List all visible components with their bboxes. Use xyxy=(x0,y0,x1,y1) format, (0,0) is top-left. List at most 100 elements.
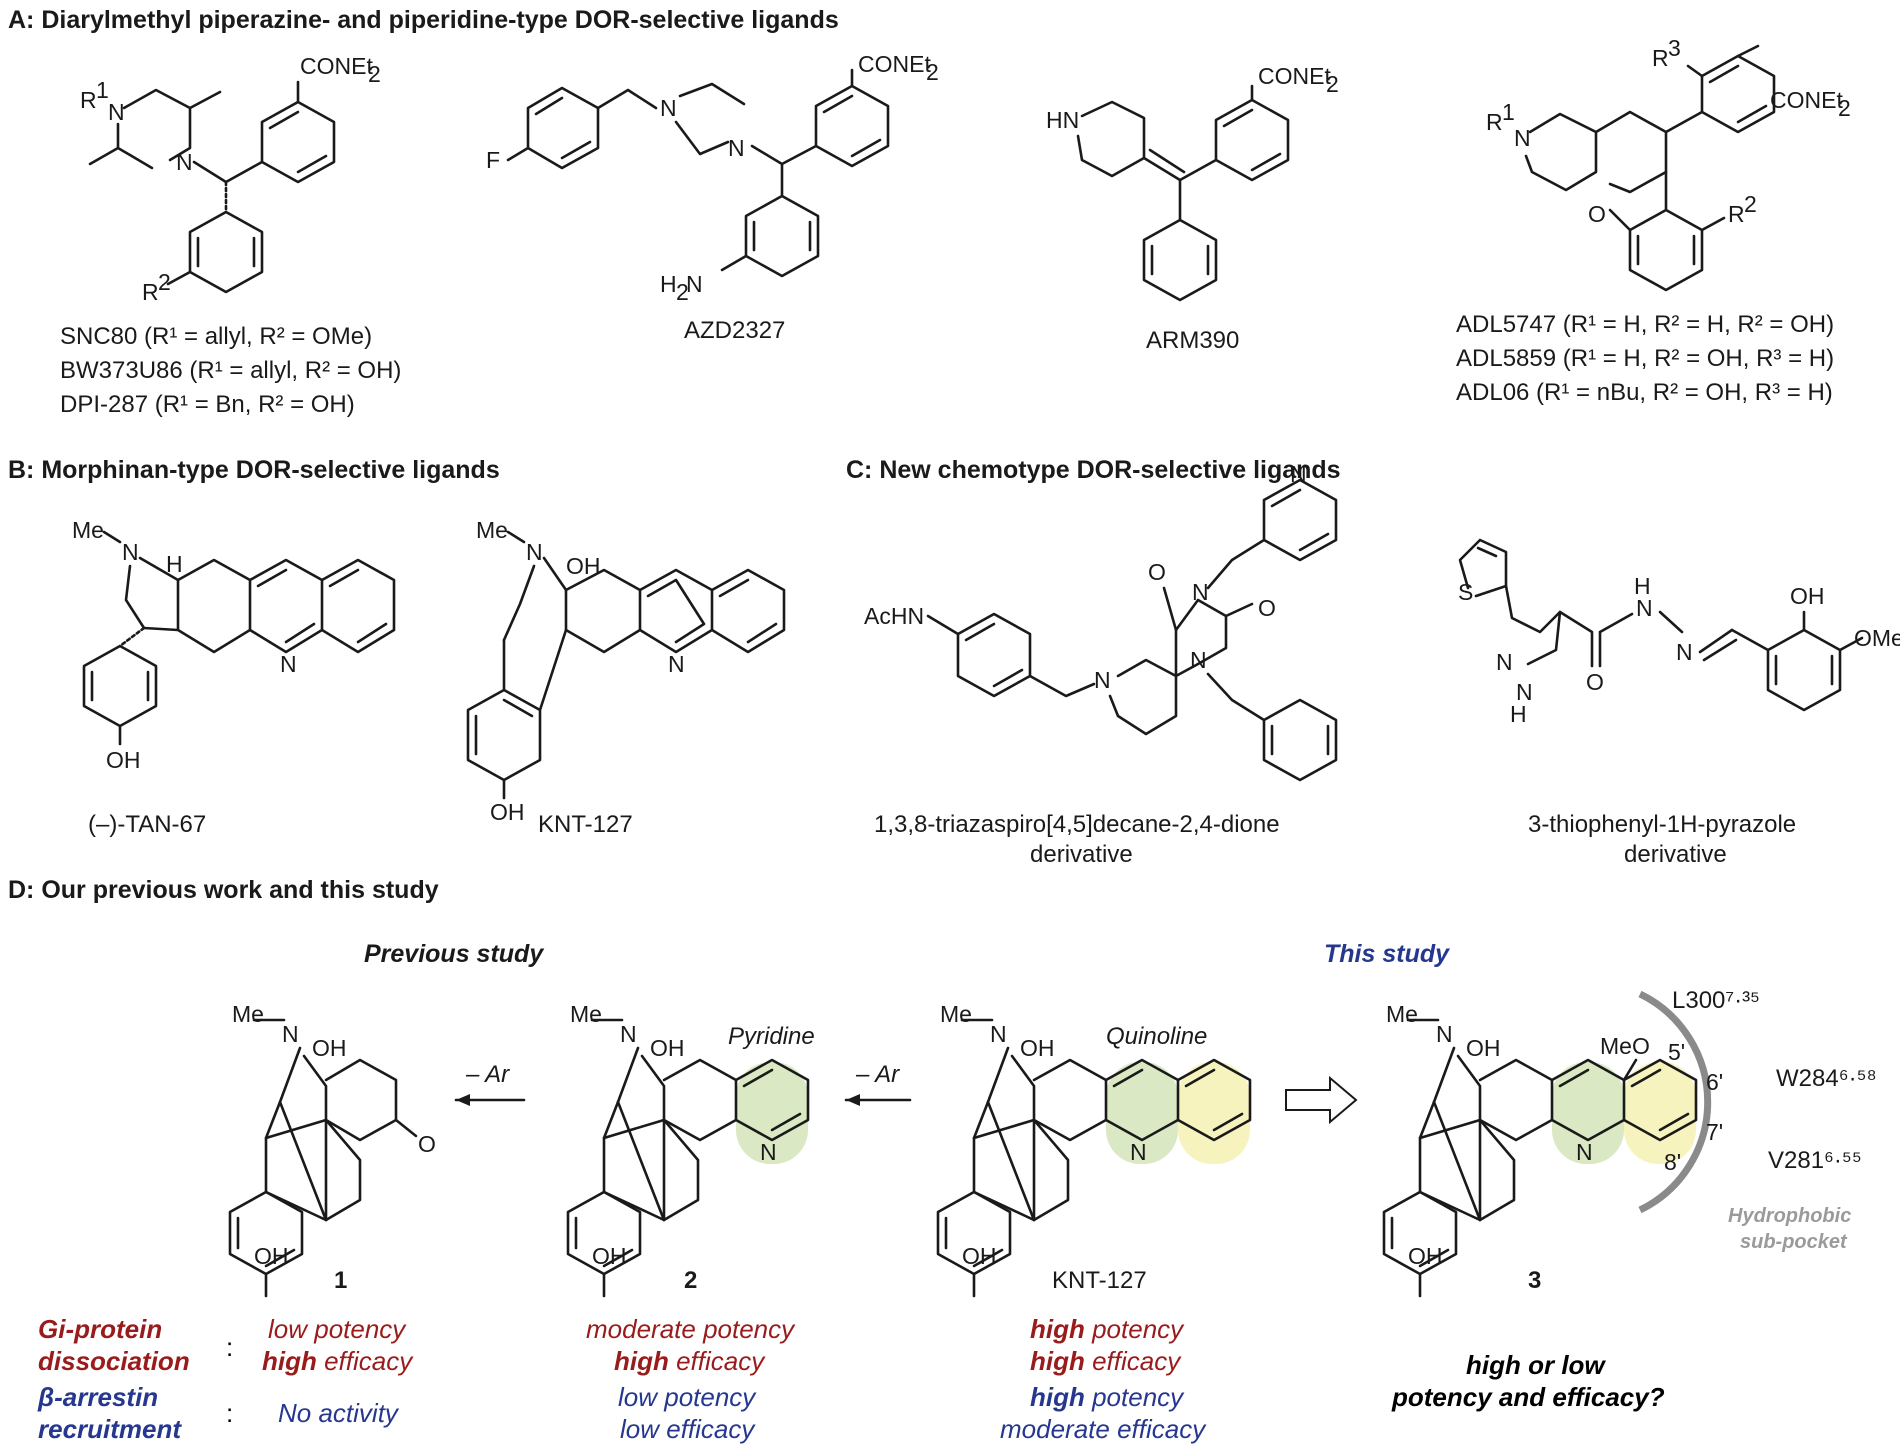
snc80-caption: SNC80 (R¹ = allyl, R² = OMe) xyxy=(60,323,372,350)
panel-d-title: D: Our previous work and this study xyxy=(8,876,439,904)
compound-3-label: 3 xyxy=(1528,1267,1541,1294)
c3-benzo-highlight xyxy=(1624,1062,1696,1164)
svg-text:CONEt: CONEt xyxy=(1258,63,1331,89)
svg-text:N: N xyxy=(1496,649,1513,675)
compound-1-structure: Me N OH O OH xyxy=(228,1001,436,1298)
hydrophobic-arc xyxy=(1638,990,1712,1214)
pocket-label-2: sub-pocket xyxy=(1740,1231,1848,1253)
question-line-1: high or low xyxy=(1466,1350,1606,1380)
svg-text:H: H xyxy=(660,271,677,297)
ba-label-1: β-arrestin xyxy=(37,1382,158,1412)
w284-label: W284⁶·⁵⁸ xyxy=(1776,1065,1877,1092)
arm390-caption: ARM390 xyxy=(1146,327,1239,354)
dpi287-caption: DPI-287 (R¹ = Bn, R² = OH) xyxy=(60,391,355,418)
svg-text:1: 1 xyxy=(96,77,109,103)
svg-text:N: N xyxy=(280,651,297,677)
svg-text:R: R xyxy=(142,279,159,305)
svg-text:OH: OH xyxy=(592,1243,627,1269)
k-ba-potency-strong: high xyxy=(1030,1382,1085,1412)
svg-text:N: N xyxy=(1576,1139,1593,1165)
svg-text:2: 2 xyxy=(1838,95,1851,121)
svg-text:N: N xyxy=(1636,595,1653,621)
gi-colon: : xyxy=(226,1332,233,1362)
svg-text:N: N xyxy=(990,1021,1007,1047)
k-gi-efficacy: high efficacy xyxy=(1030,1346,1182,1376)
svg-text:O: O xyxy=(1258,595,1276,621)
svg-text:N: N xyxy=(282,1021,299,1047)
svg-text:R: R xyxy=(80,87,97,113)
l300-label: L300⁷·³⁵ xyxy=(1672,987,1760,1014)
svg-text:H: H xyxy=(1634,573,1651,599)
pyridine-label: Pyridine xyxy=(728,1023,815,1050)
svg-text:OH: OH xyxy=(650,1035,685,1061)
c3-pyridine-highlight xyxy=(1552,1062,1624,1164)
svg-text:O: O xyxy=(1586,669,1604,695)
k-gi-efficacy-rest: efficacy xyxy=(1085,1346,1182,1376)
c2-gi-efficacy-rest: efficacy xyxy=(669,1346,766,1376)
minus-ar-arrow-1 xyxy=(454,1094,526,1106)
pos-8-label: 8' xyxy=(1664,1149,1681,1175)
svg-text:AcHN: AcHN xyxy=(864,603,924,629)
adl06-caption: ADL06 (R¹ = nBu, R² = OH, R³ = H) xyxy=(1456,379,1833,406)
compound-3-structure: Me N OH N OH xyxy=(1382,990,1712,1298)
c2-gi-efficacy-strong: high xyxy=(614,1346,669,1376)
svg-text:Me: Me xyxy=(232,1001,264,1027)
c2-gi-potency: moderate potency xyxy=(586,1314,796,1344)
svg-text:2: 2 xyxy=(368,61,381,87)
c1-gi-efficacy-strong: high xyxy=(262,1346,317,1376)
question-line-2: potency and efficacy? xyxy=(1391,1382,1665,1412)
svg-text:R: R xyxy=(1486,109,1503,135)
svg-text:HN: HN xyxy=(1046,107,1079,133)
svg-text:Me: Me xyxy=(570,1001,602,1027)
k-gi-potency-rest: potency xyxy=(1085,1314,1185,1344)
svg-text:2: 2 xyxy=(158,269,171,295)
this-study-label: This study xyxy=(1324,940,1450,968)
pyrazole-caption-1: 3-thiophenyl-1H-pyrazole xyxy=(1528,811,1796,838)
svg-text:H: H xyxy=(1510,701,1527,727)
svg-text:N: N xyxy=(1094,667,1111,693)
svg-text:OH: OH xyxy=(312,1035,347,1061)
triazaspiro-caption-2: derivative xyxy=(1030,841,1133,868)
k-gi-efficacy-strong: high xyxy=(1030,1346,1085,1376)
svg-text:CONEt: CONEt xyxy=(300,53,373,79)
compound-1-label: 1 xyxy=(334,1267,347,1294)
svg-text:F: F xyxy=(486,147,500,173)
k-gi-potency-strong: high xyxy=(1030,1314,1085,1344)
c2-ba-efficacy: low efficacy xyxy=(620,1414,756,1444)
svg-text:N: N xyxy=(122,539,139,565)
knt127-b-structure: Me N OH N OH xyxy=(466,517,786,825)
svg-text:2: 2 xyxy=(926,59,939,85)
svg-text:N: N xyxy=(108,99,125,125)
tan67-caption: (–)-TAN-67 xyxy=(88,811,206,838)
svg-text:N: N xyxy=(660,95,677,121)
svg-text:OH: OH xyxy=(962,1243,997,1269)
svg-text:N: N xyxy=(1514,125,1531,151)
svg-text:OH: OH xyxy=(1408,1243,1443,1269)
svg-text:2: 2 xyxy=(1744,191,1757,217)
pyridine-ring-highlight xyxy=(736,1062,808,1164)
svg-text:Me: Me xyxy=(940,1001,972,1027)
v281-label: V281⁶·⁵⁵ xyxy=(1768,1147,1862,1174)
k-gi-potency: high potency xyxy=(1030,1314,1185,1344)
compound-2-structure: Me N OH N OH xyxy=(566,1001,810,1298)
compound-2-activity: moderate potency high efficacy low poten… xyxy=(586,1314,796,1444)
svg-text:OH: OH xyxy=(490,799,525,825)
azd2327-caption: AZD2327 xyxy=(684,317,785,344)
svg-text:2: 2 xyxy=(1326,71,1339,97)
open-arrow xyxy=(1285,1075,1358,1125)
minus-ar-2: – Ar xyxy=(855,1061,900,1088)
bw373-caption: BW373U86 (R¹ = allyl, R² = OH) xyxy=(60,357,401,384)
pyrazole-caption-2: derivative xyxy=(1624,841,1727,868)
svg-text:N: N xyxy=(526,539,543,565)
svg-text:N: N xyxy=(760,1139,777,1165)
svg-text:R: R xyxy=(1728,201,1745,227)
gi-label-1: Gi-protein xyxy=(38,1314,162,1344)
svg-text:Me: Me xyxy=(72,517,104,543)
svg-text:N: N xyxy=(1192,579,1209,605)
quinoline-label: Quinoline xyxy=(1106,1023,1207,1050)
